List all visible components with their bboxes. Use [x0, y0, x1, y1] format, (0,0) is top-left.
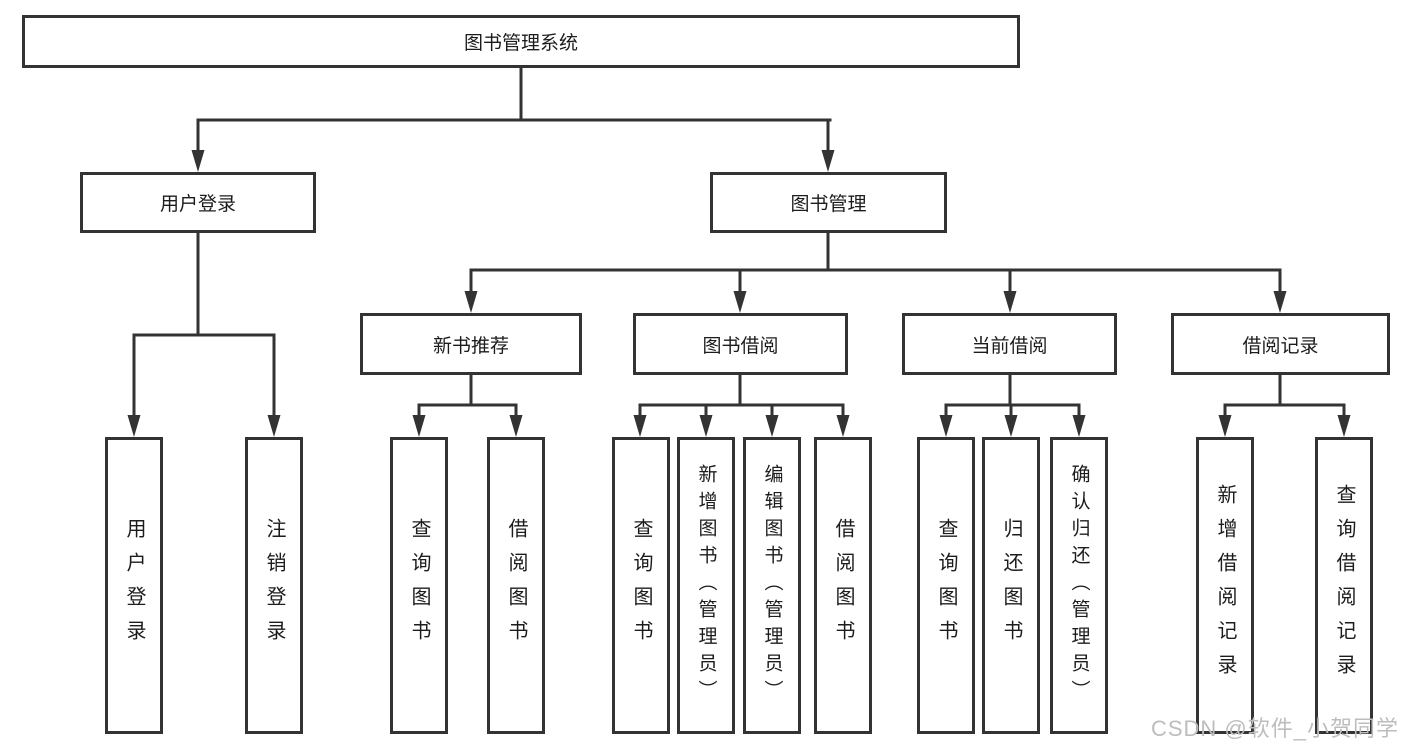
leaf-query-books-current-label: 查询图书: [935, 517, 957, 654]
leaf-add-borrow-record-label: 新增借阅记录: [1214, 483, 1236, 688]
node-borrow-records: 借阅记录: [1171, 313, 1390, 375]
leaf-edit-book-admin: 编辑图书（管理员）: [743, 437, 801, 734]
node-root: 图书管理系统: [22, 15, 1020, 68]
leaf-query-books-borrow-label: 查询图书: [630, 517, 652, 654]
leaf-query-borrow-record-label: 查询借阅记录: [1333, 483, 1355, 688]
leaf-query-books-recommend-label: 查询图书: [408, 517, 430, 654]
node-user-login: 用户登录: [80, 172, 316, 233]
leaf-query-books-recommend: 查询图书: [390, 437, 448, 734]
leaf-borrow-books-recommend: 借阅图书: [487, 437, 545, 734]
leaf-user-login: 用户登录: [105, 437, 163, 734]
leaf-add-book-admin-label: 新增图书（管理员）: [695, 464, 717, 707]
leaf-return-books-label: 归还图书: [1000, 517, 1022, 654]
leaf-borrow-books: 借阅图书: [814, 437, 872, 734]
leaf-borrow-books-recommend-label: 借阅图书: [505, 517, 527, 654]
leaf-logout: 注销登录: [245, 437, 303, 734]
node-new-book-recommend: 新书推荐: [360, 313, 582, 375]
leaf-query-borrow-record: 查询借阅记录: [1315, 437, 1373, 734]
csdn-watermark: CSDN @软件_小贺同学: [1150, 716, 1399, 741]
leaf-logout-label: 注销登录: [263, 517, 285, 654]
leaf-edit-book-admin-label: 编辑图书（管理员）: [761, 464, 783, 707]
node-current-borrow: 当前借阅: [902, 313, 1117, 375]
leaf-confirm-return-admin: 确认归还（管理员）: [1050, 437, 1108, 734]
leaf-confirm-return-admin-label: 确认归还（管理员）: [1068, 464, 1090, 707]
leaf-add-borrow-record: 新增借阅记录: [1196, 437, 1254, 734]
node-book-management: 图书管理: [710, 172, 947, 233]
leaf-borrow-books-label: 借阅图书: [832, 517, 854, 654]
leaf-add-book-admin: 新增图书（管理员）: [677, 437, 735, 734]
leaf-user-login-label: 用户登录: [123, 517, 145, 654]
leaf-query-books-borrow: 查询图书: [612, 437, 670, 734]
leaf-return-books: 归还图书: [982, 437, 1040, 734]
leaf-query-books-current: 查询图书: [917, 437, 975, 734]
node-book-borrow: 图书借阅: [633, 313, 848, 375]
